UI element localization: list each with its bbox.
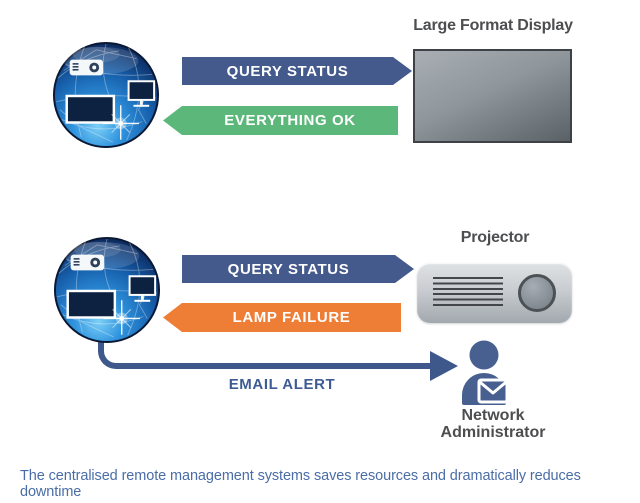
query-status-arrow-bottom: QUERY STATUS — [182, 255, 414, 283]
email-alert-connector-line — [98, 331, 432, 369]
email-alert-arrowhead — [430, 351, 458, 381]
everything-ok-arrow: EVERYTHING OK — [163, 106, 398, 135]
large-format-display-graphic — [413, 49, 572, 143]
lamp-failure-arrow: LAMP FAILURE — [163, 303, 401, 332]
email-alert-label: EMAIL ALERT — [228, 376, 336, 393]
query-status-arrow-top: QUERY STATUS — [182, 57, 412, 85]
everything-ok-label: EVERYTHING OK — [224, 112, 356, 129]
management-system-globe-icon — [52, 41, 160, 149]
lamp-failure-label: LAMP FAILURE — [232, 309, 351, 326]
query-status-label-top: QUERY STATUS — [226, 62, 349, 80]
large-format-display-title: Large Format Display — [413, 17, 573, 34]
network-administrator-title: Network Administrator — [440, 407, 546, 441]
query-status-label-bottom: QUERY STATUS — [227, 260, 350, 278]
diagram-caption: The centralised remote management system… — [20, 468, 581, 500]
network-administrator-icon — [462, 340, 509, 405]
management-system-globe-icon — [53, 236, 161, 344]
projector-title: Projector — [460, 229, 530, 246]
projector-lens — [518, 274, 556, 312]
projector-vents — [433, 277, 503, 306]
